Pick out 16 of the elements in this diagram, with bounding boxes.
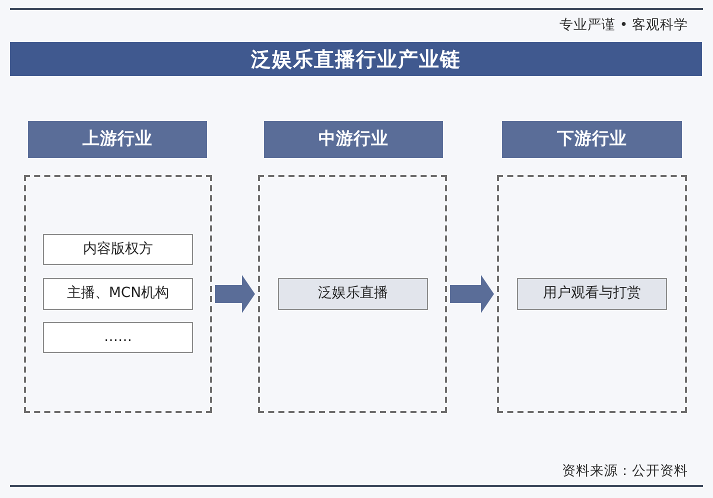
process-box: 泛娱乐直播 [278,278,428,310]
process-box: 主播、MCN机构 [43,278,193,310]
stage-header-bar: 下游行业 [502,121,682,158]
stage-header-bar: 中游行业 [264,121,443,158]
dashed-group-box [258,175,447,413]
block-arrow [450,275,494,313]
dashed-group-box [24,175,212,413]
source-note: 资料来源：公开资料 [562,462,688,481]
process-box: 用户观看与打赏 [517,278,667,310]
block-arrow [215,275,255,313]
dashed-group-box [497,175,687,413]
diagram-title: 泛娱乐直播行业产业链 [251,46,461,73]
process-box: …… [43,322,193,353]
stage-header-bar: 上游行业 [28,121,207,158]
slogan-text: 专业严谨 • 客观科学 [559,16,688,35]
process-box: 内容版权方 [43,234,193,265]
